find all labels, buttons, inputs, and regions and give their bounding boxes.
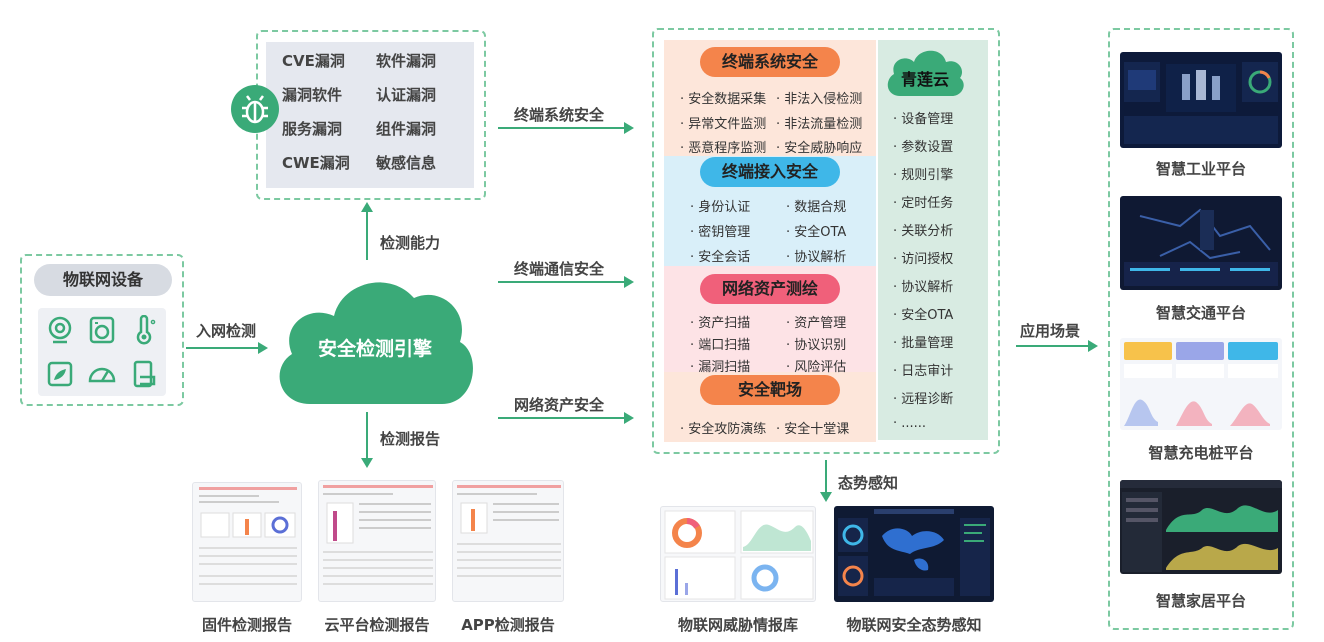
- cloud-platform-item: · 参数设置: [893, 140, 954, 155]
- section-item: · 身份认证: [690, 200, 751, 215]
- scenarios-arrow: [1016, 340, 1098, 352]
- cloud-platform-item: · 远程诊断: [893, 392, 954, 407]
- section-item: · 资产管理: [786, 316, 847, 331]
- terminal-system-arrow: [498, 122, 634, 134]
- terminal-comm-label: 终端通信安全: [514, 260, 605, 278]
- section-item: · 非法入侵检测: [776, 92, 863, 107]
- terminal-comm-arrow: [498, 276, 634, 288]
- vuln-item: 漏洞软件: [282, 86, 343, 104]
- section-item: · 异常文件监测: [680, 117, 767, 132]
- cloud-platform-item: · 规则引擎: [893, 168, 954, 183]
- section-title-terminal-access: 终端接入安全: [700, 157, 840, 187]
- cloud-platform-item: · 关联分析: [893, 224, 954, 239]
- industrial-platform-thumbnail: [1120, 52, 1282, 148]
- section-item: · 协议解析: [786, 250, 847, 265]
- cloud-platform-icon: [887, 50, 964, 96]
- security-panel-frame: [652, 28, 1000, 454]
- firmware-report-thumbnail: [192, 482, 302, 602]
- cloud-platform-title: 青莲云: [900, 70, 949, 89]
- platform-caption: 智慧家居平台: [1155, 592, 1246, 610]
- admission-arrow: [186, 342, 268, 354]
- engine-label: 安全检测引擎: [317, 338, 432, 360]
- section-item: · 安全威胁响应: [776, 141, 863, 156]
- situation-awareness-thumbnail: [834, 506, 994, 602]
- vuln-item: CVE漏洞: [282, 52, 345, 70]
- app-report-thumbnail: [452, 480, 564, 602]
- report-caption: 固件检测报告: [201, 616, 292, 634]
- cloud-platform-item: · 安全OTA: [893, 308, 954, 323]
- engine-cloud-shape: [279, 282, 473, 404]
- platform-caption: 智慧工业平台: [1155, 160, 1246, 178]
- awareness-arrow: [820, 460, 832, 502]
- threat-intel-thumbnail: [660, 506, 816, 602]
- vuln-item: 软件漏洞: [376, 52, 437, 70]
- thermometer-icon: [126, 312, 162, 348]
- awareness-caption: 物联网威胁情报库: [677, 616, 798, 634]
- admission-label: 入网检测: [196, 322, 257, 340]
- transportation-platform-thumbnail: [1120, 196, 1282, 290]
- vuln-item: 组件漏洞: [376, 120, 437, 138]
- device-icon-grid: [38, 308, 166, 396]
- section-title-terminal-system: 终端系统安全: [700, 47, 840, 77]
- vuln-item: 认证漏洞: [376, 86, 437, 104]
- leaf-panel-icon: [42, 356, 78, 392]
- section-item: · 数据合规: [786, 200, 847, 215]
- platform-caption: 智慧交通平台: [1155, 304, 1246, 322]
- report-label: 检测报告: [380, 430, 441, 448]
- section-item: · 非法流量检测: [776, 117, 863, 132]
- capability-arrow: [361, 202, 373, 260]
- report-arrow: [361, 412, 373, 468]
- cloud-platform-item: · 协议解析: [893, 280, 954, 295]
- network-asset-arrow: [498, 412, 634, 424]
- cloud-report-thumbnail: [318, 480, 436, 602]
- scenarios-label: 应用场景: [1020, 322, 1081, 340]
- report-caption: 云平台检测报告: [324, 616, 430, 634]
- charging-platform-thumbnail: [1120, 338, 1282, 430]
- awareness-label: 态势感知: [838, 474, 899, 492]
- vuln-item: 服务漏洞: [282, 120, 343, 138]
- section-item: · 资产扫描: [690, 316, 751, 331]
- section-item: · 风险评估: [786, 360, 847, 375]
- section-item: · 安全OTA: [786, 225, 847, 240]
- gauge-icon: [84, 356, 120, 392]
- capability-label: 检测能力: [380, 234, 441, 252]
- cloud-platform-item: · 设备管理: [893, 112, 954, 127]
- section-title-network-asset: 网络资产测绘: [700, 274, 840, 304]
- section-item: · 安全攻防演练: [680, 422, 767, 437]
- cloud-platform-item: · ......: [893, 416, 927, 431]
- section-item: · 安全会话: [690, 250, 751, 265]
- cloud-platform-item: · 定时任务: [893, 196, 954, 211]
- cloud-platform-item: · 访问授权: [893, 252, 954, 267]
- awareness-caption: 物联网安全态势感知: [846, 616, 982, 634]
- iot-devices-box: [20, 254, 184, 406]
- washing-machine-icon: [84, 312, 120, 348]
- bug-shield-icon: [230, 84, 280, 138]
- section-item: · 端口扫描: [690, 338, 751, 353]
- camera-icon: [42, 312, 78, 348]
- cloud-platform-item: · 批量管理: [893, 336, 954, 351]
- vuln-item: 敏感信息: [376, 154, 437, 172]
- section-item: · 密钥管理: [690, 225, 751, 240]
- vulnerability-list: CVE漏洞 软件漏洞 漏洞软件 认证漏洞 服务漏洞 组件漏洞 CWE漏洞 敏感信…: [282, 50, 462, 175]
- section-item: · 安全数据采集: [680, 92, 767, 107]
- section-item: · 安全十堂课: [776, 422, 850, 437]
- section-item: · 协议识别: [786, 338, 847, 353]
- iot-devices-title: 物联网设备: [34, 264, 172, 296]
- section-item: · 恶意程序监测: [680, 141, 767, 156]
- smart-switch-icon: [126, 356, 162, 392]
- terminal-system-label: 终端系统安全: [514, 106, 605, 124]
- platform-caption: 智慧充电桩平台: [1148, 444, 1254, 462]
- report-caption: APP检测报告: [461, 616, 555, 634]
- section-item: · 漏洞扫描: [690, 360, 751, 375]
- cloud-platform-item: · 日志审计: [893, 364, 954, 379]
- cloud-platform-column: [878, 40, 988, 440]
- home-platform-thumbnail: [1120, 480, 1282, 574]
- section-title-security-range: 安全靶场: [700, 375, 840, 405]
- platforms-frame: [1108, 28, 1294, 630]
- vuln-item: CWE漏洞: [282, 154, 350, 172]
- vulnerability-panel: [266, 42, 474, 188]
- network-asset-label: 网络资产安全: [514, 396, 605, 414]
